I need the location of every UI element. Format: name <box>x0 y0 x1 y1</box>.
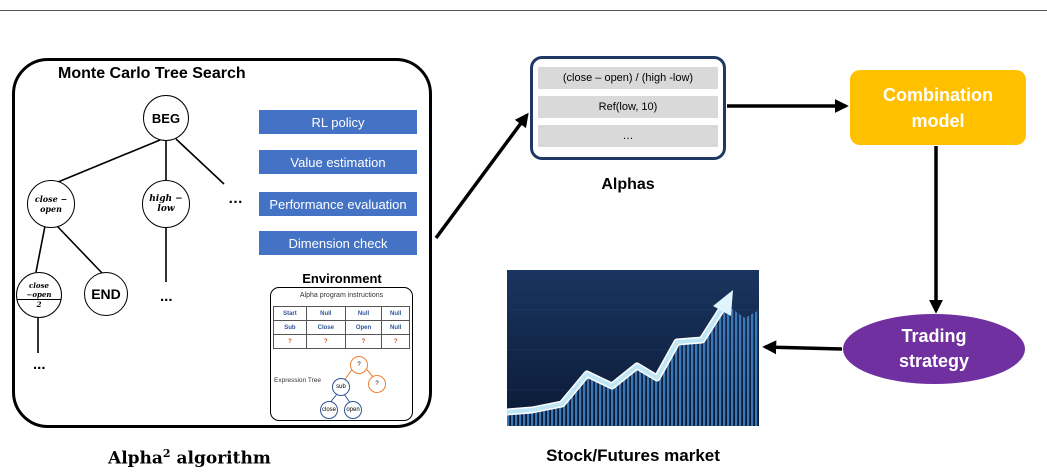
instruction-cell: ? <box>273 334 307 349</box>
combination-model-box: Combination model <box>850 70 1026 145</box>
mcts-title: Monte Carlo Tree Search <box>58 65 246 82</box>
mcts-panel <box>12 58 432 428</box>
arrow-trading-to-market <box>762 340 843 355</box>
instruction-cell: Null <box>305 306 346 321</box>
instruction-grid: Start Null Null Null Sub Close Open Null… <box>273 306 410 349</box>
stock-market-image <box>507 270 759 426</box>
algorithm-suffix: algorithm <box>170 448 271 469</box>
tree-node-end: END <box>84 272 128 316</box>
instruction-cell: Null <box>381 306 410 321</box>
algorithm-name: Alpha <box>108 448 163 469</box>
expr-node-sub: sub <box>332 378 350 396</box>
trading-strategy-oval: Trading strategy <box>843 314 1025 384</box>
alphas-label: Alphas <box>601 176 655 193</box>
instruction-row: Sub Close Open Null <box>273 320 410 335</box>
rl-policy-button[interactable]: RL policy <box>259 110 417 134</box>
tree-edge-co-end <box>56 225 103 274</box>
tree-ellipsis-bottom: ... <box>33 356 46 373</box>
expr-node-root: ? <box>350 356 368 374</box>
expression-tree-label: Expression Tree <box>274 377 321 384</box>
expr-node-open: open <box>344 401 362 419</box>
environment-subtitle: Alpha program instructions <box>299 292 384 299</box>
instruction-cell: Null <box>344 306 383 321</box>
instruction-row: ? ? ? ? <box>273 334 410 349</box>
value-estimation-button[interactable]: Value estimation <box>259 150 417 174</box>
tree-node-beg: BEG <box>143 95 189 141</box>
top-divider-line <box>0 10 1047 11</box>
tree-edge-co-frac <box>35 225 46 273</box>
instruction-cell: Sub <box>273 320 307 335</box>
instruction-cell: ? <box>344 334 383 349</box>
dimension-check-button[interactable]: Dimension check <box>259 231 417 255</box>
fraction-numerator: close −open <box>17 281 61 300</box>
tree-ellipsis-right: … <box>228 190 243 207</box>
instruction-cell: Close <box>305 320 346 335</box>
expr-node-right: ? <box>368 375 386 393</box>
alpha-item: (close – open) / (high -low) <box>538 67 718 89</box>
instruction-cell: ? <box>381 334 410 349</box>
instruction-cell: ? <box>305 334 346 349</box>
arrow-mcts-to-alphas <box>434 112 529 240</box>
alpha2-algorithm-label: Alpha2 algorithm <box>108 447 271 469</box>
stock-futures-market-label: Stock/Futures market <box>546 446 720 465</box>
alpha-item: Ref(low, 10) <box>538 96 718 118</box>
tree-edge-beg-dots <box>175 138 225 185</box>
tree-ellipsis-high-low: ... <box>160 288 173 305</box>
expr-node-close: close <box>320 401 338 419</box>
instruction-row: Start Null Null Null <box>273 306 410 321</box>
alpha-item: … <box>538 125 718 147</box>
fraction-denominator: 2 <box>36 300 42 309</box>
instruction-cell: Null <box>381 320 410 335</box>
environment-title: Environment <box>302 271 382 286</box>
tree-edge-beg-co <box>57 139 161 183</box>
performance-evaluation-button[interactable]: Performance evaluation <box>259 192 417 216</box>
algorithm-superscript: 2 <box>162 447 171 460</box>
tree-node-high-low: high − low <box>142 180 190 228</box>
instruction-cell: Open <box>344 320 383 335</box>
tree-node-fraction: close −open 2 <box>16 272 62 318</box>
tree-node-close-open: close − open <box>27 180 75 228</box>
instruction-cell: Start <box>273 306 307 321</box>
